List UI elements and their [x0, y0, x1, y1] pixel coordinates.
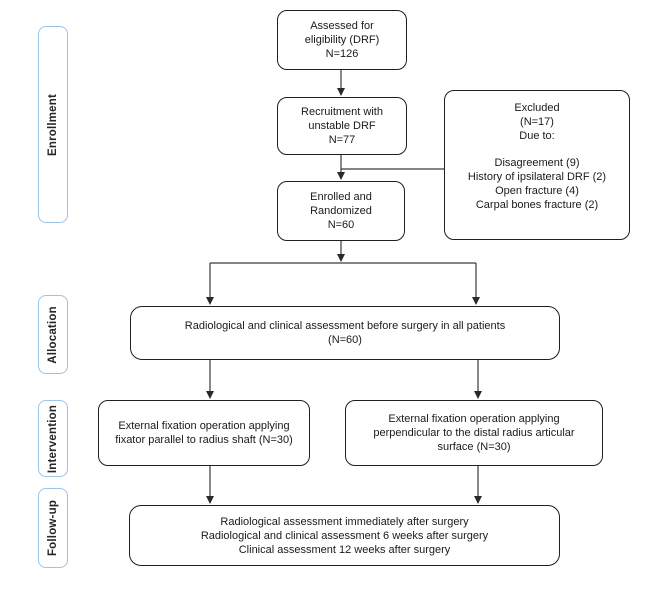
stage-label-intervention-text: Intervention: [47, 404, 59, 473]
box-assessment-before-surgery: Radiological and clinical assessment bef…: [130, 306, 560, 360]
stage-label-enrollment: Enrollment: [38, 26, 68, 223]
box-text-line: N=77: [328, 134, 356, 146]
box-text-line: unstable DRF: [308, 120, 376, 132]
box-text-line: perpendicular to the distal radius artic…: [373, 427, 575, 439]
box-text-line: surface (N=30): [437, 441, 511, 453]
box-intervention-parallel: External fixation operation applying fix…: [98, 400, 310, 466]
box-text-line: Due to:: [519, 130, 555, 142]
stage-label-followup: Follow-up: [38, 488, 68, 568]
box-text-line: Radiological and clinical assessment 6 w…: [200, 529, 489, 542]
stage-label-followup-text: Follow-up: [47, 499, 59, 557]
box-excluded: Excluded (N=17) Due to: Disagreement (9)…: [444, 90, 630, 240]
box-text-line: Enrolled and: [310, 191, 372, 203]
stage-label-allocation: Allocation: [38, 295, 68, 374]
box-text-line: Open fracture (4): [495, 185, 579, 197]
box-text-line: Excluded: [514, 102, 560, 114]
box-assessed-eligibility: Assessed for eligibility (DRF) N=126: [277, 10, 407, 70]
box-text-line: Radiological and clinical assessment bef…: [184, 320, 506, 332]
box-enrolled-randomized: Enrolled and Randomized N=60: [277, 181, 405, 241]
box-text-line: Recruitment with: [301, 106, 383, 118]
box-text-line: N=126: [325, 48, 359, 60]
box-recruitment: Recruitment with unstable DRF N=77: [277, 97, 407, 155]
box-text-line: N=60: [327, 219, 355, 231]
box-text-line: Radiological assessment immediately afte…: [220, 515, 469, 528]
box-text-line: Carpal bones fracture (2): [475, 199, 599, 211]
box-text-line: eligibility (DRF): [304, 34, 380, 46]
box-text-line: External fixation operation applying: [118, 420, 290, 432]
stage-label-intervention: Intervention: [38, 400, 68, 477]
box-text-line: Disagreement (9): [494, 157, 580, 169]
stage-label-enrollment-text: Enrollment: [47, 93, 59, 156]
box-text-line: fixator parallel to radius shaft (N=30): [115, 434, 293, 446]
box-intervention-perpendicular: External fixation operation applying per…: [345, 400, 603, 466]
box-text-line: Clinical assessment 12 weeks after surge…: [238, 543, 451, 556]
box-text-line: History of ipsilateral DRF (2): [467, 171, 607, 183]
box-text-line: Assessed for: [310, 20, 374, 32]
box-followup-assessments: Radiological assessment immediately afte…: [129, 505, 560, 566]
box-text-line: (N=17): [520, 116, 554, 128]
stage-label-allocation-text: Allocation: [47, 305, 59, 364]
box-text-line: (N=60): [328, 334, 362, 346]
box-text-line: Randomized: [310, 205, 372, 217]
box-text-line: External fixation operation applying: [388, 413, 560, 425]
